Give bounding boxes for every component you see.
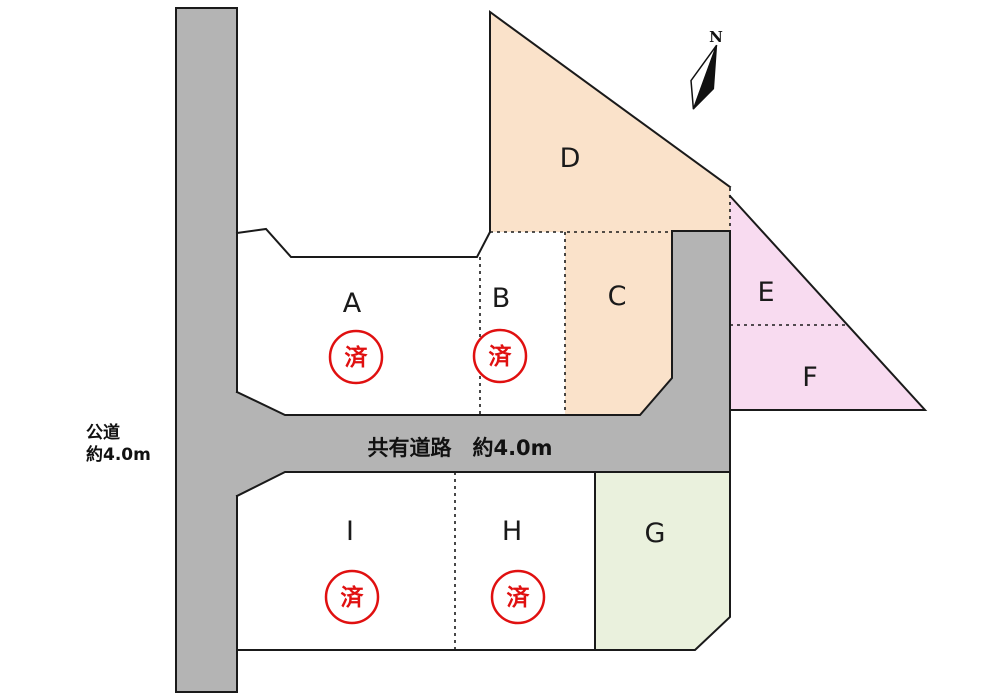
public-road-width-label: 約4.0m [86,444,151,465]
lot-c-label: C [608,281,627,312]
lot-d-label: D [560,143,581,174]
lot-b-area [477,232,565,415]
lot-f-area [730,325,925,410]
compass-north-label: N [709,28,723,46]
lot-a-label: A [343,288,362,319]
lot-i-sold-badge [324,569,380,625]
lot-c-area [565,232,672,415]
compass-needle-black-half [692,45,718,110]
compass: N [690,28,723,110]
lot-g-area [595,472,730,650]
lot-f-label: F [802,362,818,393]
lot-b-label: B [492,283,511,314]
lot-i-sold-label: 済 [341,584,365,611]
lot-h-sold-badge [490,569,546,625]
lot-h-sold-label: 済 [507,584,531,611]
lot-b-sold-badge [472,328,528,384]
lot-g-label: G [645,518,666,549]
lot-d-boundary [489,10,732,233]
shared-road-label: 共有道路 約4.0m [367,436,552,460]
lot-a-area [237,229,480,415]
lot-h-label: H [502,516,522,547]
public-road-area [176,8,237,692]
lot-e-label: E [757,277,774,308]
lot-a-sold-label: 済 [345,344,369,371]
shared-road-boundary [235,230,731,498]
lot-h-area [455,472,595,650]
upper-block-top-boundary [235,227,492,258]
lot-i-area [237,472,455,650]
compass-needle-icon [690,44,718,110]
lower-block-boundary [236,471,731,651]
lot-d-area [490,12,730,232]
lot-ef-boundary [728,194,928,411]
lot-b-sold-label: 済 [489,343,513,370]
public-road-name: 公道 [86,422,120,443]
shared-road-area [237,231,730,496]
lot-a-sold-badge [328,329,384,385]
lot-i-label: I [346,516,354,547]
